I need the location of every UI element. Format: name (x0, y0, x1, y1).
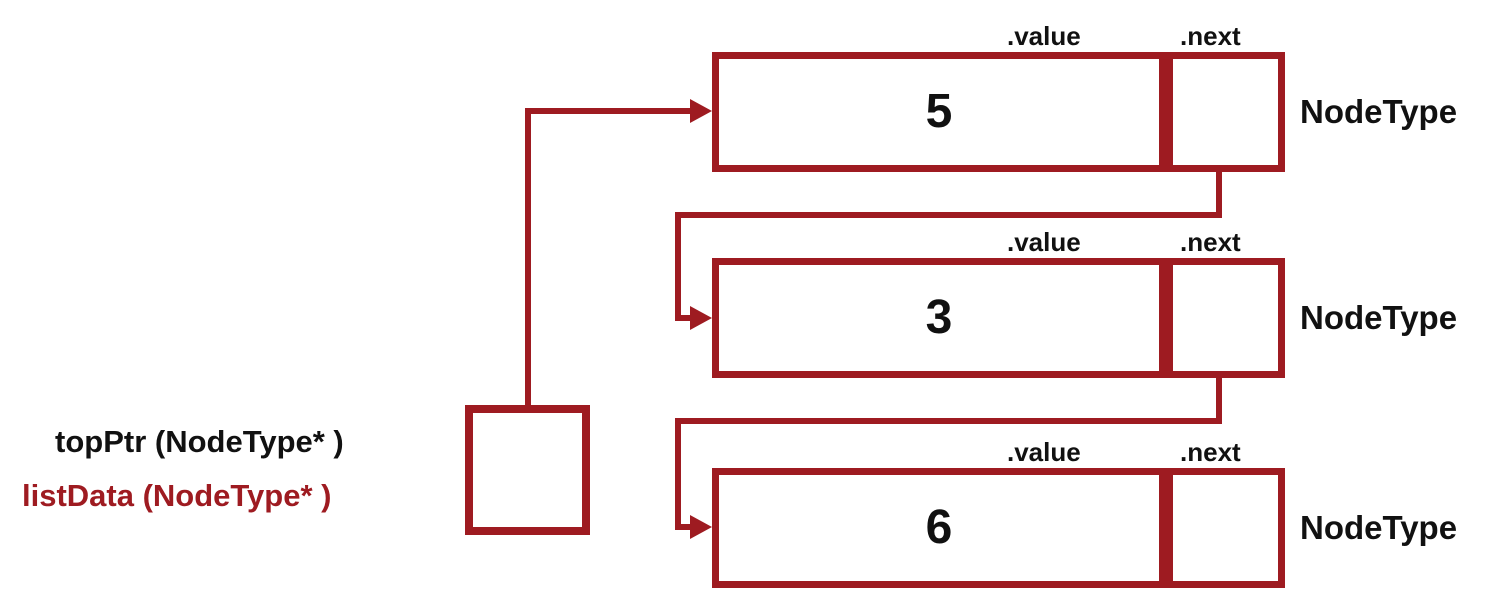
node1-next-field-label: .next (1180, 21, 1241, 51)
arrowhead-into-node1 (690, 99, 712, 123)
node1-next-connector-drop (675, 212, 681, 321)
node2-next-connector-drop (675, 418, 681, 530)
topptr-connector-vertical (525, 108, 531, 405)
node2-next-connector-across (675, 418, 1222, 424)
node1-next-connector-stub (675, 315, 692, 321)
arrowhead-into-node3 (690, 515, 712, 539)
node3-value: 6 (925, 501, 953, 554)
node1-value: 5 (925, 85, 953, 138)
node3-value-field-label: .value (1007, 437, 1081, 467)
listdata-label: listData (NodeType* ) (22, 478, 332, 513)
node2-next-connector-stub (675, 524, 692, 530)
node1-field-divider (1159, 59, 1173, 165)
node1-value-cell: 5 (719, 59, 1159, 165)
node2-next-field-label: .next (1180, 227, 1241, 257)
node2-type-label: NodeType (1300, 299, 1458, 336)
node3-type-label: NodeType (1300, 509, 1458, 546)
node1-type-label: NodeType (1300, 93, 1458, 130)
node2-value-cell: 3 (719, 265, 1159, 371)
node1-next-connector-down (1216, 170, 1222, 218)
node3-next-field-label: .next (1180, 437, 1241, 467)
node1-value-field-label: .value (1007, 21, 1081, 51)
node2-value: 3 (925, 291, 953, 344)
node1-next-connector-across (675, 212, 1222, 218)
node3-box: 6 (712, 468, 1285, 588)
node3-value-cell: 6 (719, 475, 1159, 581)
node2-field-divider (1159, 265, 1173, 371)
node2-box: 3 (712, 258, 1285, 378)
arrowhead-into-node2 (690, 306, 712, 330)
topptr-connector-horizontal (525, 108, 693, 114)
topptr-label: topPtr (NodeType* ) (55, 424, 344, 459)
node2-next-cell (1173, 265, 1278, 371)
node1-next-cell (1173, 59, 1278, 165)
node1-box: 5 (712, 52, 1285, 172)
node3-next-cell (1173, 475, 1278, 581)
pointer-box (465, 405, 590, 535)
node3-field-divider (1159, 475, 1173, 581)
node2-value-field-label: .value (1007, 227, 1081, 257)
node2-next-connector-down (1216, 378, 1222, 424)
